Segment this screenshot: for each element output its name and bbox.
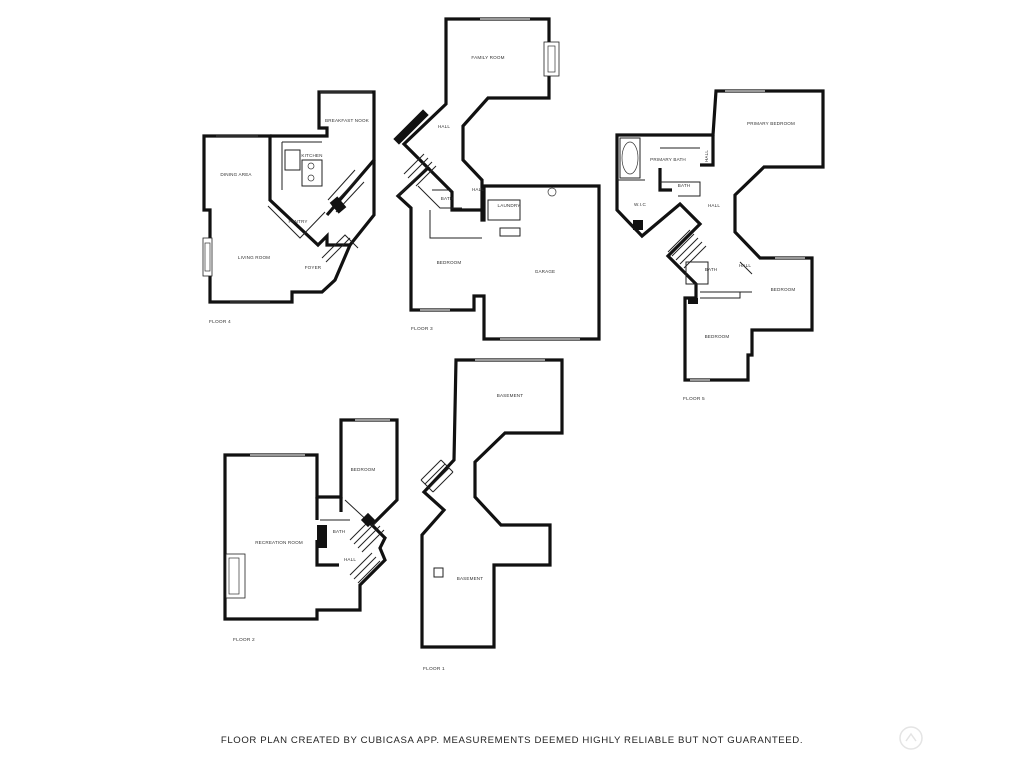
recreation-room-label: RECREATION ROOM	[255, 540, 303, 545]
family-room-label: FAMILY ROOM	[471, 55, 504, 60]
basement-top-label: BASEMENT	[497, 393, 524, 398]
primary-bath-label: PRIMARY BATH	[650, 157, 686, 162]
hall-a-label: HALL	[708, 203, 720, 208]
bath-label: BATH	[441, 196, 454, 201]
cubicasa-watermark-icon	[899, 726, 923, 750]
floor-2-plan: BEDROOM RECREATION ROOM BATH HALL FLOOR …	[223, 418, 399, 643]
bedroom-label: BEDROOM	[437, 260, 462, 265]
hall-c-label: HALL	[704, 150, 709, 162]
floor-2-label: FLOOR 2	[233, 637, 255, 643]
basement-bottom-label: BASEMENT	[457, 576, 484, 581]
wic-label: W.I.C	[634, 202, 647, 207]
bedroom-b-label: BEDROOM	[705, 334, 730, 339]
floor-4-label: FLOOR 4	[209, 319, 231, 325]
disclaimer-text: FLOOR PLAN CREATED BY CUBICASA APP. MEAS…	[220, 735, 804, 746]
hall-label: HALL	[344, 557, 356, 562]
floor-5-label: FLOOR 5	[683, 396, 705, 402]
bath-b-label: BATH	[705, 267, 718, 272]
hall-b-label: HALL	[472, 187, 484, 192]
hall-b-label: HALL	[739, 263, 751, 268]
bedroom-label: BEDROOM	[351, 467, 376, 472]
kitchen-label: KITCHEN	[301, 153, 322, 158]
floor-4-plan: BREAKFAST NOOK KITCHEN DINING AREA PANTR…	[202, 90, 376, 325]
bedroom-a-label: BEDROOM	[771, 287, 796, 292]
bath-label: BATH	[333, 529, 346, 534]
dining-area-label: DINING AREA	[220, 172, 252, 177]
floor-3-plan: FAMILY ROOM HALL HALL BATH LAUNDRY BEDRO…	[393, 17, 601, 341]
hall-a-label: HALL	[438, 124, 450, 129]
floor-1-plan: BASEMENT BASEMENT FLOOR 1	[420, 358, 564, 672]
pantry-label: PANTRY	[288, 219, 307, 224]
floor-5-plan: PRIMARY BEDROOM PRIMARY BATH HALL BATH W…	[615, 89, 825, 402]
floor-3-label: FLOOR 3	[411, 326, 433, 332]
laundry-label: LAUNDRY	[498, 203, 521, 208]
garage-label: GARAGE	[535, 269, 556, 274]
bath-a-label: BATH	[678, 183, 691, 188]
foyer-label: FOYER	[305, 265, 322, 270]
living-room-label: LIVING ROOM	[238, 255, 270, 260]
breakfast-nook-label: BREAKFAST NOOK	[325, 118, 370, 123]
floor-1-label: FLOOR 1	[423, 666, 445, 672]
primary-bedroom-label: PRIMARY BEDROOM	[747, 121, 795, 126]
